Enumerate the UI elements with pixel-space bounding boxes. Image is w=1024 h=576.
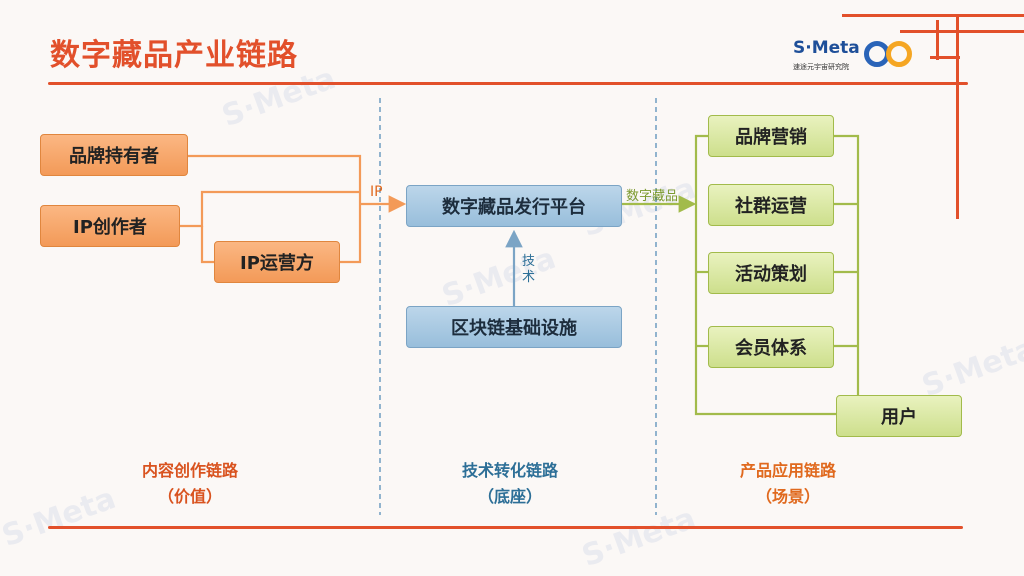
node-community-ops: 社群运营 bbox=[708, 184, 834, 226]
connector-ip-creator bbox=[180, 190, 360, 228]
logo-subtitle: 速途元宇宙研究院 bbox=[793, 63, 849, 71]
edge-label-tech: 术 bbox=[522, 270, 536, 285]
logo-name: S·Meta bbox=[793, 38, 860, 58]
column-subtitle: （底座） bbox=[477, 487, 542, 506]
corner-ornament bbox=[842, 14, 1024, 17]
node-membership: 会员体系 bbox=[708, 326, 834, 368]
node-blockchain: 区块链基础设施 bbox=[406, 306, 622, 348]
column-title: 产品应用链路 bbox=[739, 461, 836, 480]
node-platform: 数字藏品发行平台 bbox=[406, 185, 622, 227]
connector-apps-left bbox=[694, 134, 836, 416]
node-ip-operator: IP运营方 bbox=[214, 241, 340, 283]
column-title: 内容创作链路 bbox=[141, 461, 238, 480]
edge-label-nft: 数字藏品 bbox=[626, 189, 679, 204]
header-rule bbox=[48, 82, 968, 85]
corner-ornament bbox=[930, 56, 960, 59]
corner-ornament bbox=[956, 14, 959, 219]
corner-ornament bbox=[936, 20, 939, 60]
connector-ip-creator-operator bbox=[200, 226, 214, 264]
column-subtitle: （价值） bbox=[157, 487, 222, 506]
page-title: 数字藏品产业链路 bbox=[50, 38, 298, 73]
connector-apps-right bbox=[834, 134, 860, 395]
connector-ip-operator bbox=[340, 204, 362, 264]
edge-label-ip: IP bbox=[370, 184, 383, 200]
node-ip-creator: IP创作者 bbox=[40, 205, 180, 247]
node-event-planning: 活动策划 bbox=[708, 252, 834, 294]
logo-ring-icon bbox=[886, 41, 912, 67]
footer-rule bbox=[48, 526, 963, 529]
column-subtitle: （场景） bbox=[755, 487, 820, 506]
node-user: 用户 bbox=[836, 395, 962, 437]
column-label-tech: 技术转化链路 （底座） bbox=[440, 458, 580, 510]
connector-brand-holder bbox=[188, 154, 362, 204]
column-title: 技术转化链路 bbox=[461, 461, 558, 480]
corner-ornament bbox=[900, 30, 1024, 33]
logo: S·Meta 速途元宇宙研究院 bbox=[790, 38, 920, 78]
column-label-content: 内容创作链路 （价值） bbox=[120, 458, 260, 510]
node-brand-marketing: 品牌营销 bbox=[708, 115, 834, 157]
node-brand-holder: 品牌持有者 bbox=[40, 134, 188, 176]
column-label-product: 产品应用链路 （场景） bbox=[718, 458, 858, 510]
edge-label-tech: 技 bbox=[522, 254, 536, 269]
